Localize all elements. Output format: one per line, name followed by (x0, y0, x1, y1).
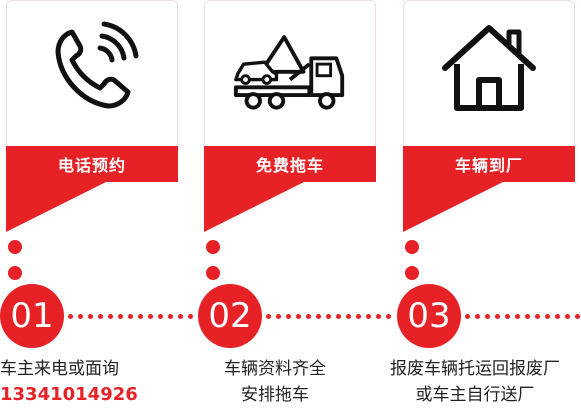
connector-small-dot (286, 314, 291, 319)
connector-small-dot (485, 314, 490, 319)
connector-dot (405, 240, 419, 254)
connector-small-dot (545, 314, 550, 319)
card-frame (6, 0, 178, 150)
connector-small-dot (495, 314, 500, 319)
step-desc-2: 车辆资料齐全 安排拖车 (200, 356, 350, 408)
connector-small-dot (188, 314, 193, 319)
connector-small-dot (336, 314, 341, 319)
connector-small-dot (366, 314, 371, 319)
step-desc-1: 车主来电或面询 13341014926 (0, 356, 150, 408)
connector-small-dot (575, 314, 580, 319)
connector-small-dot (326, 314, 331, 319)
connector-small-dot (465, 314, 470, 319)
step-number-2: 02 (198, 284, 262, 348)
connector-small-dot (376, 314, 381, 319)
connector-small-dot (475, 314, 480, 319)
connector-small-dot (535, 314, 540, 319)
step-desc-3: 报废车辆托运回报废厂 或车主自行送厂 (370, 356, 580, 408)
step-desc-line: 车主来电或面询 (0, 359, 119, 379)
connector-small-dot (88, 314, 93, 319)
connector-small-dot (555, 314, 560, 319)
step-card-2: 免费拖车 (204, 0, 376, 232)
connector-small-dot (128, 314, 133, 319)
connector-small-dot (346, 314, 351, 319)
phone-icon (55, 21, 139, 109)
connector-small-dot (525, 314, 530, 319)
connector-small-dot (178, 314, 183, 319)
connector-small-dot (98, 314, 103, 319)
connector-small-dot (68, 314, 73, 319)
connector-small-dot (316, 314, 321, 319)
connector-small-dot (276, 314, 281, 319)
connector-dot (8, 240, 22, 254)
step-desc-line: 报废车辆托运回报废厂 (390, 359, 560, 379)
connector-small-dot (306, 314, 311, 319)
connector-small-dot (138, 314, 143, 319)
step-title: 电话预约 (6, 146, 178, 182)
card-tail (403, 182, 503, 232)
connector-dot (206, 266, 220, 280)
connector-small-dot (386, 314, 391, 319)
connector-small-dot (296, 314, 301, 319)
connector-small-dot (515, 314, 520, 319)
connector-small-dot (565, 314, 570, 319)
connector-dot (206, 240, 220, 254)
card-tail (6, 182, 106, 232)
connector-small-dot (148, 314, 153, 319)
connector-small-dot (78, 314, 83, 319)
card-tail (204, 182, 304, 232)
connector-dot (8, 266, 22, 280)
step-number-3: 03 (397, 284, 461, 348)
connector-dot (405, 266, 419, 280)
house-icon (442, 25, 536, 111)
connector-small-dot (118, 314, 123, 319)
step-card-3: 车辆到厂 (403, 0, 575, 232)
phone-number: 13341014926 (0, 384, 138, 405)
connector-small-dot (108, 314, 113, 319)
tow-truck-icon (233, 35, 345, 110)
step-title: 车辆到厂 (403, 146, 575, 182)
step-desc-line: 安排拖车 (241, 385, 309, 405)
step-desc-line: 或车主自行送厂 (415, 385, 535, 405)
connector-small-dot (168, 314, 173, 319)
step-title: 免费拖车 (204, 146, 376, 182)
step-card-1: 电话预约 (6, 0, 178, 232)
card-frame (204, 0, 376, 150)
connector-small-dot (356, 314, 361, 319)
connector-small-dot (505, 314, 510, 319)
step-number-1: 01 (0, 284, 64, 348)
step-desc-line: 车辆资料齐全 (224, 359, 326, 379)
connector-small-dot (266, 314, 271, 319)
connector-small-dot (158, 314, 163, 319)
